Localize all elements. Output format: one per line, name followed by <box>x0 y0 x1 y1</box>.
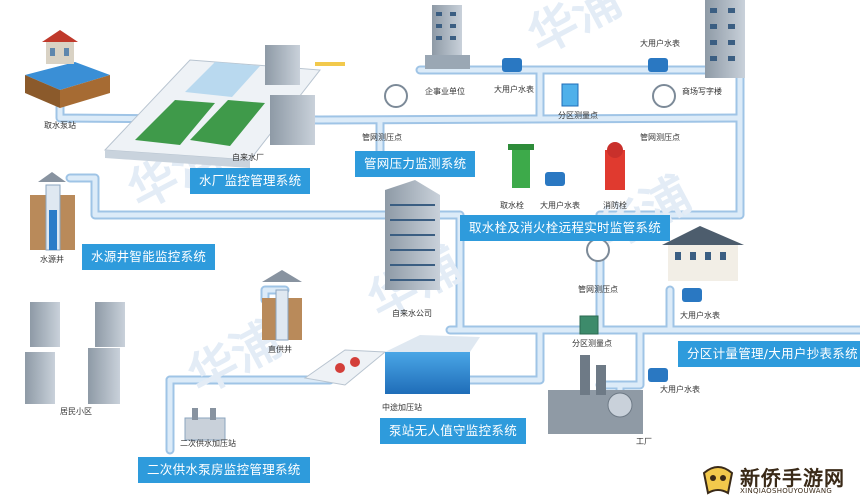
zone-point-icon <box>561 83 599 335</box>
label-secondary-pump: 二次供水加压站 <box>180 438 236 448</box>
enterprise-building-icon <box>425 5 470 69</box>
meter-icon <box>502 58 702 382</box>
mid-pump-station-icon <box>303 335 480 394</box>
label-company: 自来水公司 <box>392 308 432 318</box>
label-intake: 取水泵站 <box>44 120 76 130</box>
residential-buildings-icon <box>25 302 125 404</box>
label-pump-station-system: 泵站无人值守监控系统 <box>380 418 527 444</box>
intake-pump-station-icon <box>25 30 110 108</box>
pressure-gauge-icon <box>384 84 676 262</box>
label-secondary-system: 二次供水泵房监控管理系统 <box>138 457 310 483</box>
label-enterprise: 企事业单位 <box>425 86 465 96</box>
label-pressure-1: 管网测压点 <box>362 132 402 142</box>
label-mall: 商场写字楼 <box>682 86 722 96</box>
factory-icon <box>548 355 643 434</box>
hydrant-take-icon <box>508 144 534 188</box>
label-mid-pump: 中途加压站 <box>382 402 422 412</box>
label-hydrant-take: 取水栓 <box>500 200 524 210</box>
label-factory: 工厂 <box>636 437 652 446</box>
villa-icon <box>662 226 744 281</box>
label-water-plant-system: 水厂监控管理系统 <box>190 168 311 194</box>
label-zone-point-1: 分区测量点 <box>558 111 598 120</box>
label-hydrant-system: 取水栓及消火栓远程实时监管系统 <box>460 215 671 241</box>
label-direct-well: 直供井 <box>268 344 292 354</box>
label-pressure-3: 管网测压点 <box>578 284 618 294</box>
label-big-meter-3: 大用户水表 <box>540 200 580 210</box>
node-labels: 取水泵站 自来水厂 水源井 企事业单位 大用户水表 大用户水表 分区测量点 管网… <box>40 38 722 448</box>
badge-sub-text: XINQIAOSHOUYOUWANG <box>740 487 833 495</box>
label-big-meter-5: 大用户水表 <box>660 384 700 394</box>
label-plant: 自来水厂 <box>232 152 264 162</box>
label-zone-point-2: 分区测量点 <box>572 339 612 348</box>
label-well: 水源井 <box>40 254 64 264</box>
site-badge: 新侨手游网 XINQIAOSHOUYOUWANG <box>696 458 860 500</box>
label-residential: 居民小区 <box>60 407 92 416</box>
label-big-meter-2: 大用户水表 <box>640 38 680 48</box>
label-well-system: 水源井智能监控系统 <box>82 244 216 270</box>
water-well-icon <box>30 172 75 251</box>
direct-well-icon <box>262 270 302 341</box>
label-pressure-system: 管网压力监测系统 <box>355 151 476 177</box>
badge-main-text: 新侨手游网 <box>740 466 845 490</box>
mall-building-icon <box>705 0 745 78</box>
watermark-text: 华浦 <box>519 0 630 66</box>
water-plant-icon <box>103 45 345 168</box>
label-big-meter-4: 大用户水表 <box>680 310 720 320</box>
label-zone-meter-system: 分区计量管理/大用户抄表系统 <box>678 341 860 367</box>
fire-hydrant-icon <box>605 142 625 190</box>
gamepad-icon <box>702 466 734 495</box>
label-fire-hydrant: 消防栓 <box>603 200 627 210</box>
label-pressure-2: 管网测压点 <box>640 132 680 142</box>
secondary-pump-icon <box>184 408 226 441</box>
label-big-meter-1: 大用户水表 <box>494 84 534 94</box>
company-tower-icon <box>385 180 440 290</box>
